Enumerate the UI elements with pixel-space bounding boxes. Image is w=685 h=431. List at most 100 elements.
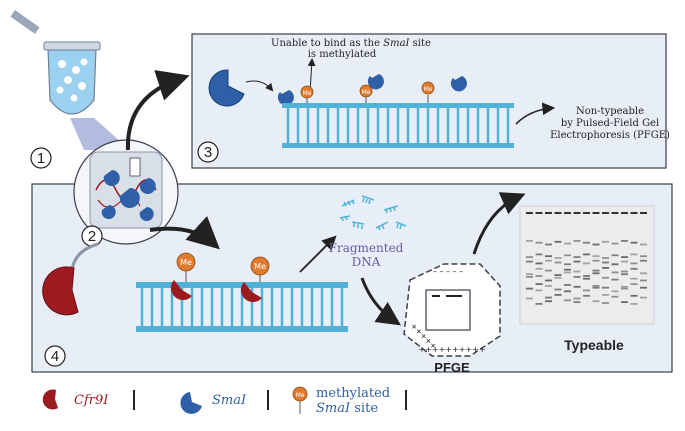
svg-text:++++++++++: ++++++++++ (418, 345, 485, 354)
gel-band (602, 240, 609, 243)
pfge-label: PFGE (434, 360, 470, 375)
fragmented-dna-pieces (339, 195, 407, 231)
svg-text:Me: Me (424, 86, 433, 93)
gel-band (621, 287, 628, 290)
gel-band (526, 260, 533, 263)
svg-text:Me: Me (180, 258, 192, 267)
gel-band (630, 277, 638, 280)
gel-band (583, 277, 590, 280)
gel-band (621, 285, 628, 288)
gel-band (602, 257, 609, 259)
gel-band (545, 269, 552, 272)
gel-well (535, 212, 543, 214)
gel-band (554, 240, 562, 243)
step-1-badge: 1 (30, 147, 52, 169)
svg-text:Me: Me (362, 89, 371, 96)
gel-band (640, 296, 647, 299)
gel-well (583, 212, 590, 214)
step-4-badge: 4 (44, 345, 66, 367)
gel-band (535, 283, 543, 285)
callout-text-line1: Unable to bind as the SmaI site (271, 38, 431, 49)
arrow-to-fragments (299, 235, 337, 273)
gel-band (564, 290, 571, 293)
gel-band (621, 270, 628, 273)
gel-band (630, 283, 638, 285)
gel-band (545, 243, 552, 246)
methyl-marker: Me (359, 84, 373, 103)
methyl-marker: Me (176, 252, 196, 282)
dna-strand-panel-4 (136, 280, 348, 332)
gel-band (592, 259, 600, 262)
gel-band (592, 243, 600, 246)
gel-band (545, 300, 552, 303)
gel-band (526, 240, 533, 242)
gel-band (602, 276, 609, 279)
gel-band (583, 262, 590, 265)
gel-band (583, 289, 590, 292)
gel-band (630, 294, 638, 297)
gel-band (554, 257, 562, 259)
gel-band (535, 241, 543, 244)
gel-well (640, 212, 647, 214)
methyl-marker: Me (250, 256, 270, 282)
svg-text:Me: Me (303, 90, 312, 97)
cfr9i-enzyme-large (42, 266, 79, 316)
gel-band (573, 260, 581, 263)
gel-band (535, 267, 543, 270)
gel-band (592, 272, 600, 275)
gel-band (602, 267, 609, 269)
gel-band (545, 296, 552, 299)
gel-band (621, 256, 628, 258)
gel-band (564, 268, 571, 271)
gel-band (564, 242, 571, 245)
gel-band (526, 256, 533, 258)
gel-band (554, 276, 562, 279)
gel-well (630, 212, 638, 214)
gel-band (535, 303, 543, 305)
gel-band (611, 242, 619, 245)
gel-band (611, 295, 619, 298)
gel-band (583, 275, 590, 277)
cell-zoom-circle (73, 139, 179, 245)
legend-cfr9i-icon (42, 389, 58, 410)
step-2-badge: 2 (81, 225, 103, 247)
gel-band (602, 261, 609, 264)
gel-band (526, 287, 533, 290)
gel-band (602, 286, 609, 289)
gel-band (564, 254, 571, 257)
gel-band (545, 259, 552, 262)
gel-band (583, 253, 590, 256)
fragmented-label-line1: Fragmented (329, 241, 404, 255)
gel-band (545, 285, 552, 287)
gel-band (640, 259, 647, 262)
methyl-marker: Me (421, 81, 435, 103)
gel-band (545, 255, 552, 258)
gel-band (573, 276, 581, 278)
gel-band (526, 273, 533, 276)
arrow-to-gel (472, 192, 526, 255)
gel-band (611, 254, 619, 257)
gel-band (583, 294, 590, 297)
gel-band (630, 241, 638, 244)
callout-text-line2: is methylated (308, 49, 377, 60)
svg-text:– – – – –: – – – – – (433, 267, 463, 276)
gel-band (573, 240, 581, 242)
legend-methylated-line1: methylated (316, 386, 390, 401)
gel-band (640, 272, 647, 275)
gel-band (535, 253, 543, 256)
svg-text:2: 2 (88, 228, 96, 245)
gel-band (535, 289, 543, 292)
gel-band (611, 271, 619, 274)
legend-smai-label: SmaI (212, 393, 247, 408)
gel-well (621, 212, 628, 214)
gel-band (535, 275, 543, 277)
gel-band (564, 263, 571, 266)
gel-band (535, 262, 543, 265)
step-3-badge: 3 (197, 141, 219, 163)
gel-band (621, 260, 628, 263)
arrow-to-pfge (360, 277, 401, 326)
legend: Cfr9I SmaI Me methylated SmaI site (42, 386, 407, 416)
gel-band (545, 279, 552, 282)
gel-band (621, 301, 628, 303)
svg-text:Me: Me (296, 392, 305, 399)
